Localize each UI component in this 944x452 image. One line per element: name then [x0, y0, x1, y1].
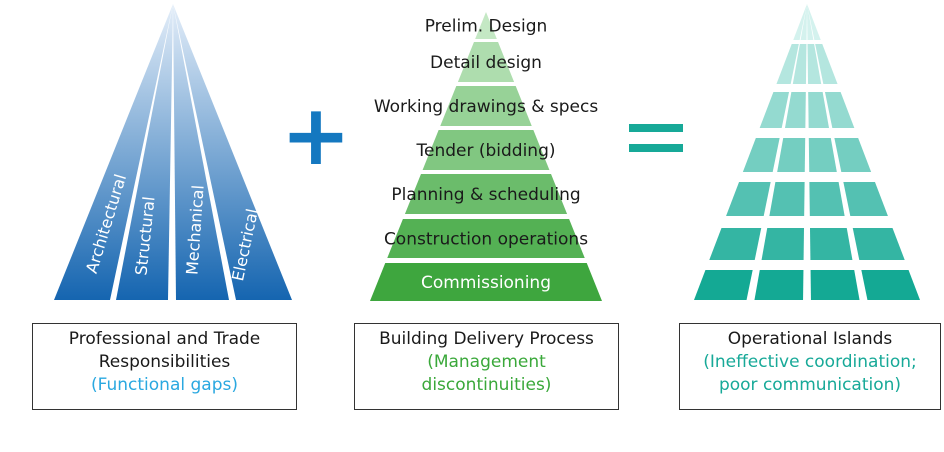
- island-tile: [809, 182, 845, 216]
- process-stage-band: [422, 130, 550, 170]
- equals-operator: [629, 124, 683, 152]
- caption-note: (Management: [427, 352, 546, 372]
- process-stage-label: Prelim. Design: [425, 17, 548, 37]
- island-tile: [759, 92, 790, 128]
- caption-note: (Ineffective coordination;: [703, 352, 917, 372]
- island-tile: [807, 4, 821, 40]
- island-tile: [769, 182, 805, 216]
- island-tile: [726, 182, 771, 216]
- plus-operator: +: [281, 86, 351, 184]
- process-stage-band: [457, 42, 515, 82]
- process-stage-band: [387, 219, 585, 258]
- island-tile: [776, 44, 799, 84]
- caption-title: Responsibilities: [98, 352, 231, 372]
- discipline-wedge: [173, 4, 292, 300]
- island-tile: [808, 92, 830, 128]
- process-stage-label: Tender (bidding): [415, 141, 555, 161]
- process-stage-label: Construction operations: [384, 230, 588, 250]
- island-tile: [809, 228, 853, 260]
- island-tile: [843, 182, 888, 216]
- island-tile: [742, 138, 780, 172]
- discipline-wedge: [116, 4, 173, 300]
- islands-pyramid: [694, 4, 920, 300]
- responsibilities-caption: Professional and Trade Responsibilities …: [32, 323, 297, 410]
- island-tile: [807, 4, 814, 40]
- process-stage-band: [370, 263, 602, 301]
- island-tile: [834, 138, 872, 172]
- caption-note: poor communication): [718, 375, 902, 395]
- caption-note: discontinuities): [421, 375, 552, 395]
- island-tile: [808, 138, 837, 172]
- island-tile: [777, 138, 806, 172]
- caption-title: Operational Islands: [727, 329, 893, 349]
- island-tile: [815, 44, 838, 84]
- island-tile: [754, 270, 804, 300]
- island-tile: [824, 92, 855, 128]
- island-tile: [784, 92, 806, 128]
- island-tile: [807, 44, 822, 84]
- process-stage-label: Commissioning: [421, 273, 551, 293]
- process-stage-band: [475, 12, 497, 39]
- process-stage-label: Detail design: [430, 53, 542, 73]
- disciplines-fan: Architectural Structural Mechanical Elec…: [54, 4, 292, 300]
- island-tile: [861, 270, 920, 300]
- island-tile: [709, 228, 762, 260]
- discipline-wedge: [54, 4, 173, 300]
- island-tile: [793, 4, 807, 40]
- caption-title: Building Delivery Process: [379, 329, 594, 349]
- process-caption: Building Delivery Process (Management di…: [354, 323, 619, 410]
- caption-title: Professional and Trade: [68, 329, 261, 349]
- process-stage-label: Planning & scheduling: [391, 185, 580, 205]
- process-stage-band: [440, 86, 532, 126]
- process-stage-band: [404, 174, 568, 214]
- islands-caption: Operational Islands (Ineffective coordin…: [679, 323, 941, 410]
- island-tile: [694, 270, 753, 300]
- discipline-wedge: [173, 4, 229, 300]
- caption-note: (Functional gaps): [91, 375, 238, 395]
- island-tile: [761, 228, 805, 260]
- island-tile: [852, 228, 905, 260]
- island-tile: [792, 44, 807, 84]
- island-tile: [810, 270, 860, 300]
- island-tile: [800, 4, 807, 40]
- process-stage-label: Working drawings & specs: [374, 97, 599, 117]
